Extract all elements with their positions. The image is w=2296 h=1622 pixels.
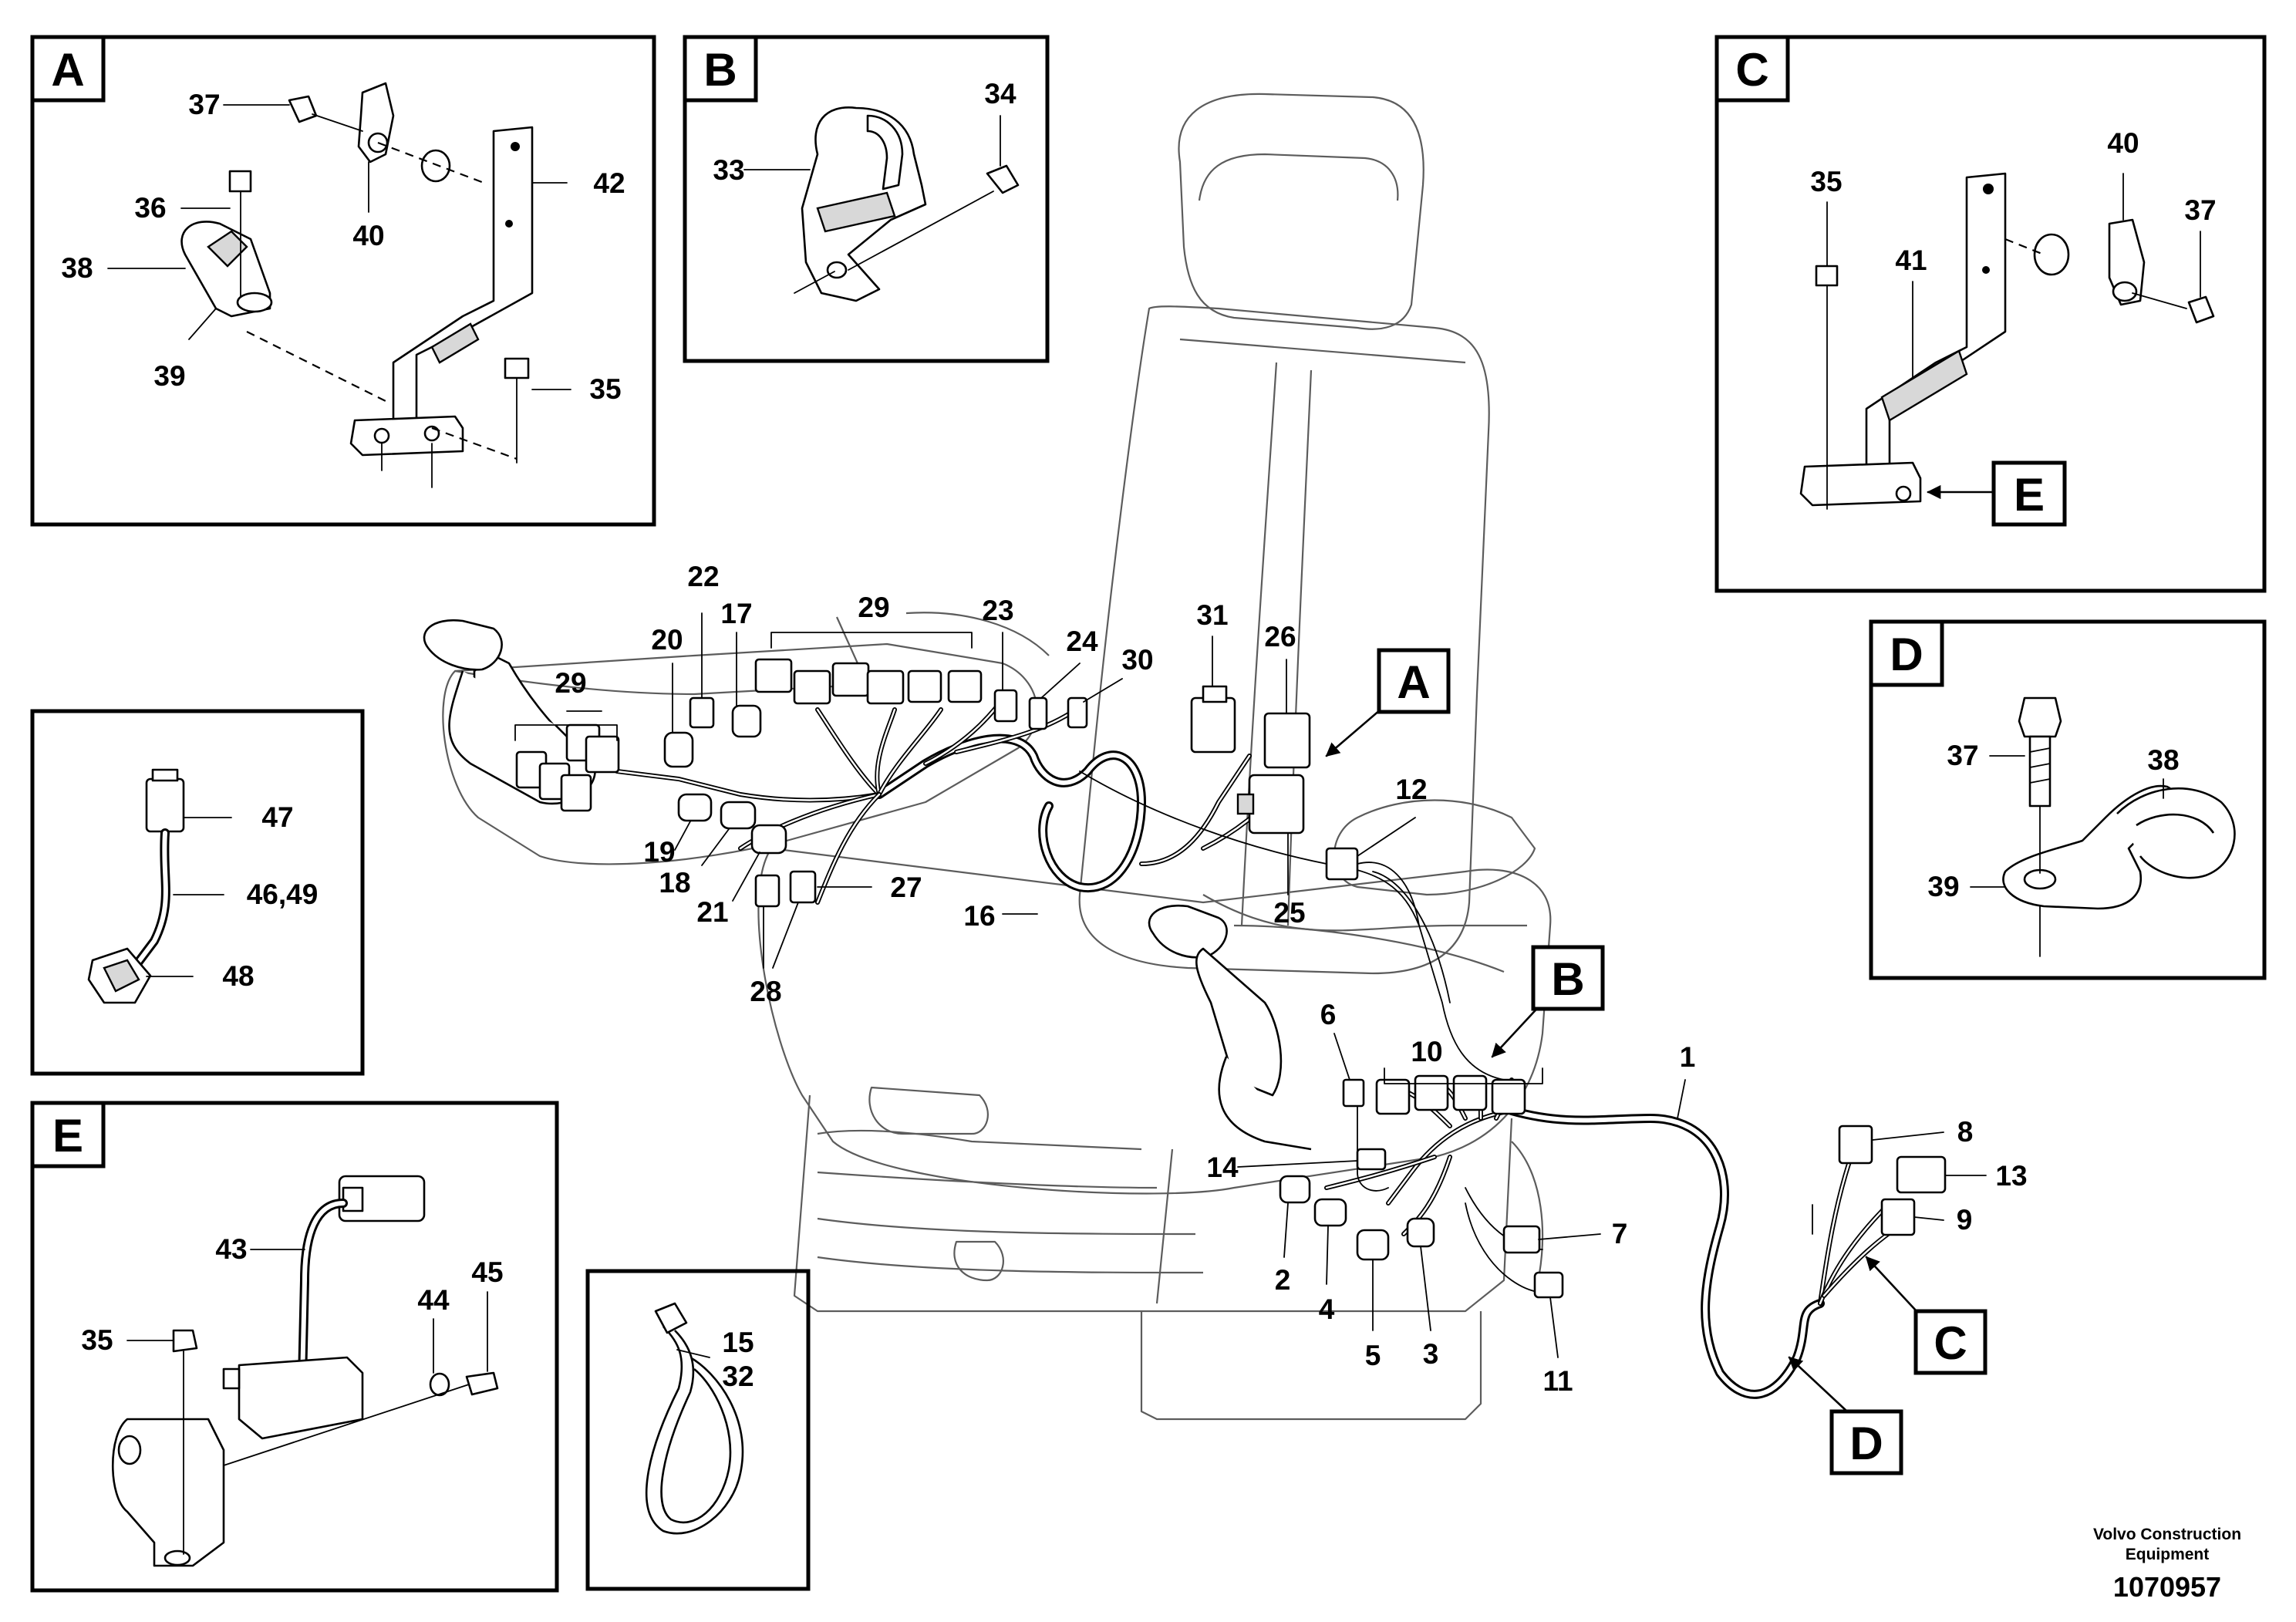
panelD-37: 37 bbox=[1947, 740, 1978, 771]
ref-tag-A: A bbox=[1377, 648, 1451, 714]
company-name-line1: Volvo Construction bbox=[2093, 1526, 2241, 1543]
callout-7: 7 bbox=[1612, 1218, 1628, 1249]
svg-text:D: D bbox=[1890, 629, 1923, 680]
panelA-37: 37 bbox=[188, 89, 220, 120]
panelD-38: 38 bbox=[2147, 744, 2179, 776]
callout-11: 11 bbox=[1542, 1365, 1573, 1397]
callout-9: 9 bbox=[1957, 1204, 1973, 1236]
callout-13: 13 bbox=[1995, 1160, 2027, 1192]
company-name-line2: Equipment bbox=[2126, 1546, 2210, 1563]
callout-leaders bbox=[514, 612, 1987, 1358]
callout-19: 19 bbox=[643, 836, 675, 868]
svg-text:B: B bbox=[703, 44, 737, 96]
document-number: 1070957 bbox=[2113, 1571, 2221, 1603]
panelB-33: 33 bbox=[713, 154, 744, 186]
callout-30: 30 bbox=[1121, 644, 1153, 676]
panelC-35: 35 bbox=[1810, 166, 1842, 197]
detail-panel-B: B 33 34 bbox=[683, 35, 1050, 363]
ref-tag-D: D bbox=[1829, 1409, 1903, 1475]
panelB-34: 34 bbox=[984, 78, 1017, 110]
ref-tag-C: C bbox=[1913, 1309, 1988, 1375]
callout-3: 3 bbox=[1423, 1338, 1439, 1370]
callout-10: 10 bbox=[1411, 1036, 1442, 1067]
reference-tag-leaders bbox=[1325, 708, 1918, 1413]
panelF-47: 47 bbox=[261, 801, 293, 833]
callout-31: 31 bbox=[1196, 599, 1228, 631]
panelE-35: 35 bbox=[81, 1324, 113, 1356]
callout-4: 4 bbox=[1319, 1293, 1335, 1325]
callout-29-left: 29 bbox=[555, 667, 586, 699]
panelA-38: 38 bbox=[61, 252, 93, 284]
panelC-ref-E: E bbox=[2014, 469, 2045, 521]
callout-28: 28 bbox=[750, 976, 781, 1007]
panelC-37: 37 bbox=[2184, 194, 2216, 226]
callout-22: 22 bbox=[687, 561, 719, 592]
panelC-41: 41 bbox=[1895, 244, 1927, 276]
panelA-42: 42 bbox=[593, 167, 625, 199]
panelA-36: 36 bbox=[134, 192, 166, 224]
detail-panel-cable-tie: 15 32 bbox=[585, 1269, 811, 1591]
callout-8: 8 bbox=[1957, 1116, 1974, 1148]
callout-1: 1 bbox=[1680, 1041, 1696, 1073]
panelE-44: 44 bbox=[417, 1284, 450, 1316]
callout-29-top: 29 bbox=[858, 592, 889, 623]
detail-panel-A: A 37 40 36 bbox=[30, 35, 656, 527]
panelF-46-49: 46,49 bbox=[247, 878, 319, 910]
svg-text:C: C bbox=[1735, 44, 1768, 96]
main-callouts: 29 29 20 22 17 23 24 30 31 26 25 12 19 1… bbox=[555, 561, 2027, 1397]
callout-14: 14 bbox=[1206, 1152, 1239, 1183]
panelA-35: 35 bbox=[589, 373, 621, 405]
svg-text:A: A bbox=[51, 44, 84, 96]
panelC-40: 40 bbox=[2107, 127, 2139, 159]
callout-27: 27 bbox=[890, 872, 922, 903]
callout-20: 20 bbox=[651, 624, 683, 656]
panelG-15: 15 bbox=[722, 1327, 754, 1358]
callout-24: 24 bbox=[1066, 626, 1098, 657]
callout-23: 23 bbox=[982, 595, 1013, 626]
callout-5: 5 bbox=[1365, 1340, 1381, 1371]
ref-tag-B: B bbox=[1531, 945, 1605, 1011]
callout-21: 21 bbox=[696, 896, 728, 928]
callout-25: 25 bbox=[1273, 897, 1305, 929]
svg-text:B: B bbox=[1551, 953, 1584, 1005]
panelF-48: 48 bbox=[222, 960, 254, 992]
panelE-45: 45 bbox=[471, 1256, 503, 1288]
svg-text:C: C bbox=[1934, 1317, 1967, 1369]
callout-2: 2 bbox=[1275, 1264, 1291, 1296]
detail-panel-D: D 37 38 39 bbox=[1869, 619, 2267, 980]
svg-text:E: E bbox=[52, 1110, 83, 1162]
panelG-32: 32 bbox=[722, 1361, 754, 1392]
svg-text:A: A bbox=[1397, 656, 1430, 708]
callout-26: 26 bbox=[1264, 621, 1296, 653]
callout-12: 12 bbox=[1395, 774, 1427, 805]
panelA-39: 39 bbox=[153, 360, 185, 392]
callout-6: 6 bbox=[1320, 999, 1337, 1030]
detail-panel-E: E 43 45 44 35 bbox=[30, 1101, 559, 1593]
panelD-39: 39 bbox=[1927, 871, 1959, 902]
footer: Volvo Construction Equipment 1070957 bbox=[2093, 1526, 2241, 1603]
callout-17: 17 bbox=[720, 598, 752, 629]
operator-seat-illustration bbox=[423, 93, 1552, 1421]
detail-panel-connector-cable: 47 46,49 48 bbox=[30, 709, 365, 1076]
detail-panel-C: C 35 40 37 41 E bbox=[1714, 35, 2267, 593]
callout-16: 16 bbox=[963, 900, 995, 932]
panelE-43: 43 bbox=[215, 1233, 247, 1265]
callout-18: 18 bbox=[659, 867, 690, 899]
panelA-40: 40 bbox=[352, 220, 384, 251]
svg-text:D: D bbox=[1849, 1418, 1883, 1469]
